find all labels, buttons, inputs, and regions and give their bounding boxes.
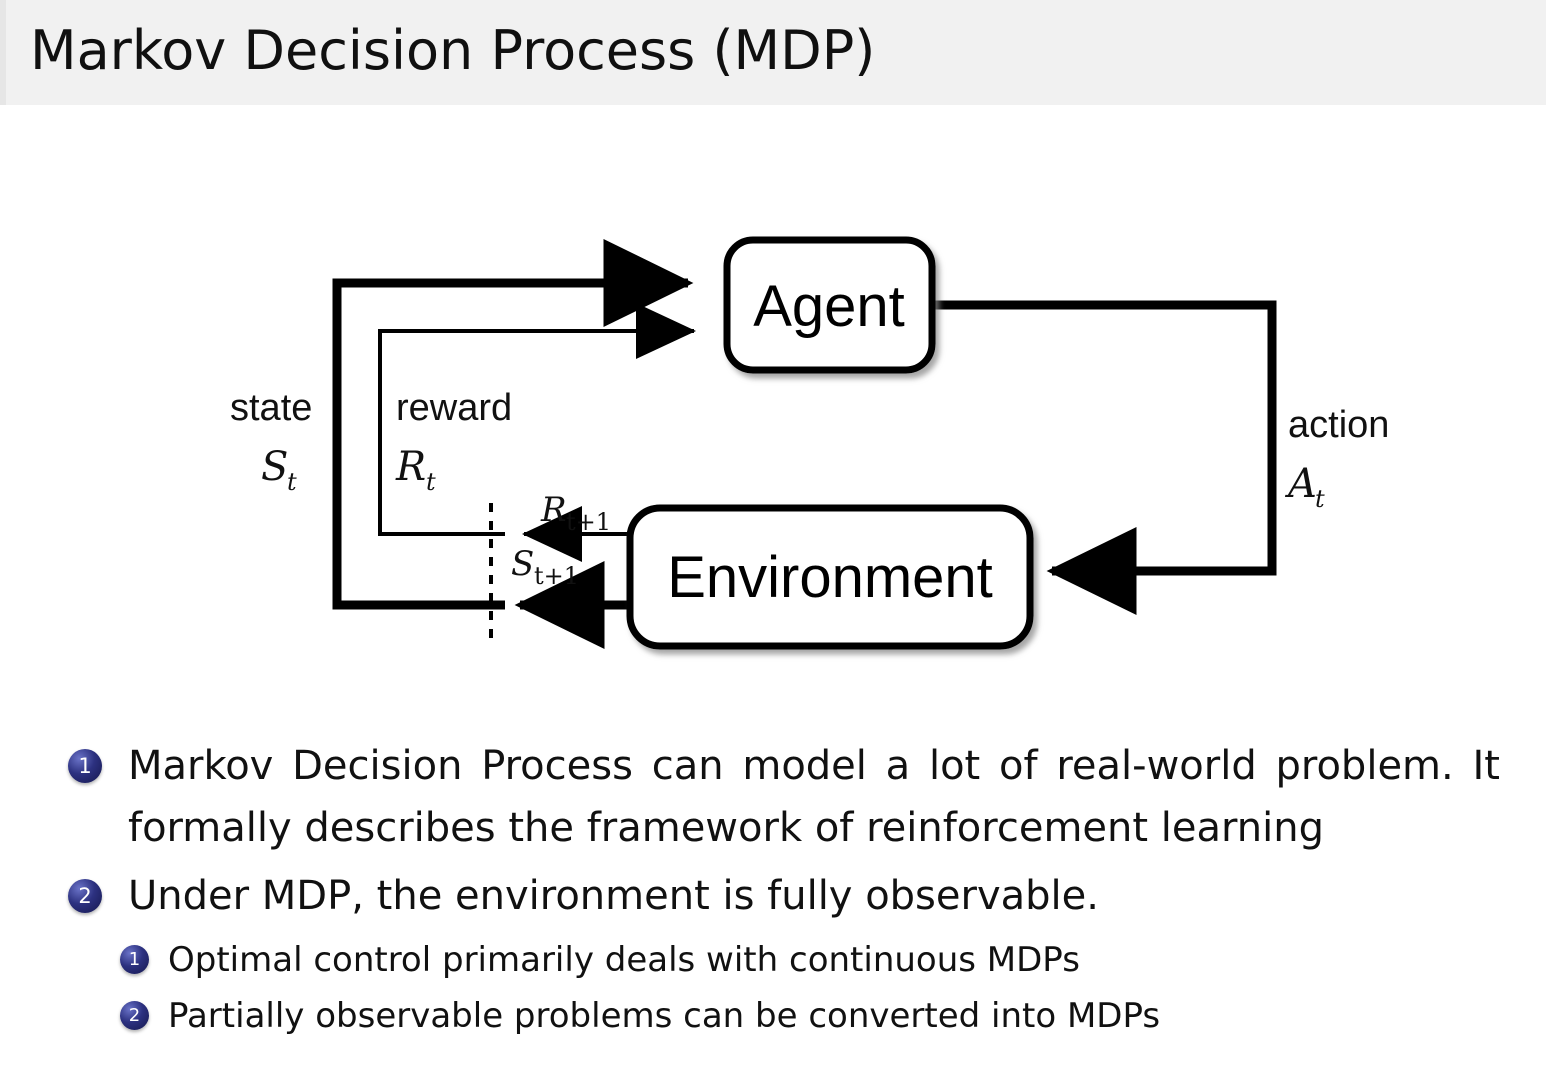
- bullet-marker-1: 1: [68, 749, 102, 783]
- agent-label: Agent: [753, 274, 905, 339]
- arrow-action-into-environment: [932, 300, 1277, 616]
- list-item: 2 Under MDP, the environment is fully ob…: [0, 865, 1546, 927]
- bullet-list: 1 Markov Decision Process can model a lo…: [0, 735, 1546, 1045]
- node-environment: Environment: [626, 504, 1034, 650]
- sub-list-item: 2 Partially observable problems can be c…: [120, 989, 1506, 1043]
- reward-word-label: reward: [396, 387, 512, 429]
- edge-reward-loop: [378, 303, 696, 562]
- action-symbol-label: A: [1284, 461, 1317, 507]
- state-symbol-label: S: [261, 444, 288, 490]
- label-state-next: S t+1: [511, 544, 579, 590]
- node-agent: Agent: [723, 236, 936, 374]
- sub-bullet-list: 1 Optimal control primarily deals with c…: [0, 933, 1546, 1043]
- state-next-subscript: t+1: [534, 562, 579, 590]
- sub-list-item-text: Optimal control primarily deals with con…: [168, 940, 1080, 980]
- label-action: action A t: [1284, 404, 1389, 513]
- action-word-label: action: [1288, 404, 1389, 446]
- action-symbol-subscript: t: [1315, 485, 1325, 513]
- label-reward-next: R t+1: [540, 490, 611, 536]
- arrow-state-into-agent: [332, 238, 694, 610]
- list-item: 1 Markov Decision Process can model a lo…: [0, 735, 1546, 859]
- environment-box: [626, 504, 1034, 650]
- reward-symbol-subscript: t: [426, 468, 436, 496]
- state-symbol-subscript: t: [287, 468, 297, 496]
- list-item-text: Markov Decision Process can model a lot …: [128, 743, 1500, 851]
- reward-next-subscript: t+1: [566, 508, 611, 536]
- reward-symbol-label: R: [395, 444, 426, 490]
- label-reward: reward R t: [395, 387, 512, 496]
- label-state: state S t: [230, 387, 312, 496]
- sub-list-item: 1 Optimal control primarily deals with c…: [120, 933, 1506, 987]
- state-next-symbol-label: S: [511, 544, 534, 584]
- edge-action-loop: [932, 300, 1277, 616]
- environment-label: Environment: [667, 545, 993, 610]
- mdp-loop-diagram: Agent Environment state S t reward R t a…: [0, 105, 1546, 725]
- bullet-marker-2: 2: [68, 879, 102, 913]
- edge-state-loop: [332, 238, 694, 650]
- arrow-reward-into-agent: [378, 303, 696, 536]
- reward-next-symbol-label: R: [540, 490, 567, 530]
- list-item-text: Under MDP, the environment is fully obse…: [128, 873, 1099, 919]
- state-word-label: state: [230, 387, 312, 429]
- page-title: Markov Decision Process (MDP): [30, 19, 876, 82]
- slide-title-bar: Markov Decision Process (MDP): [0, 0, 1546, 105]
- sub-list-item-text: Partially observable problems can be con…: [168, 996, 1161, 1036]
- sub-bullet-marker-1: 1: [120, 945, 149, 974]
- agent-box: [723, 236, 936, 374]
- sub-bullet-marker-2: 2: [120, 1001, 149, 1030]
